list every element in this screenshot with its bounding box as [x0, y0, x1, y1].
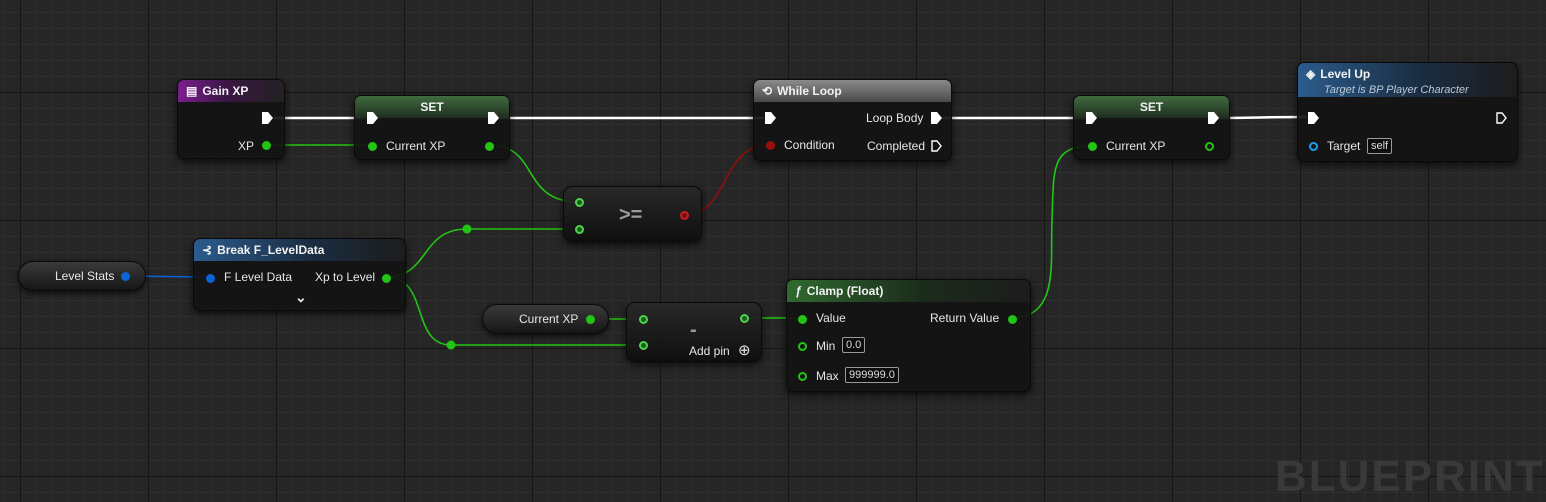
node-compare[interactable]: >= [563, 186, 702, 242]
pin-label: Loop Body [866, 111, 924, 125]
pin-label: Current XP [386, 139, 446, 153]
exec-out-pin[interactable] [1208, 112, 1219, 124]
node-subtitle: Target is BP Player Character [1324, 84, 1469, 96]
float-out-pin[interactable] [586, 315, 595, 324]
exec-in-pin[interactable] [1086, 112, 1097, 124]
exec-in-pin[interactable] [367, 112, 378, 124]
wire-clamp-set2 [1011, 145, 1093, 319]
node-header: SET [355, 96, 509, 118]
float-in-pin[interactable] [798, 315, 807, 324]
variable-current-xp[interactable]: Current XP [482, 304, 609, 334]
exec-out-pin[interactable] [488, 112, 499, 124]
float-out-pin[interactable] [1205, 142, 1214, 151]
node-clamp-float[interactable]: ƒ Clamp (Float) Value Return Value Min 0.… [786, 279, 1031, 392]
pin-label: Condition [784, 138, 835, 152]
bool-in-pin[interactable] [766, 141, 775, 150]
add-pin-label[interactable]: Add pin [689, 344, 730, 358]
pin-label: Min [816, 339, 836, 353]
float-out-pin[interactable] [485, 142, 494, 151]
add-pin-icon[interactable]: ⊕ [738, 342, 751, 359]
float-in-pin[interactable] [1088, 142, 1097, 151]
break-struct-icon: ⊰ [202, 243, 213, 257]
pin-label: F Level Data [224, 270, 293, 284]
node-header: ⟲ While Loop [754, 80, 951, 102]
node-header: ƒ Clamp (Float) [787, 280, 1030, 302]
pin-label: Max [816, 369, 839, 383]
expand-chevron-icon[interactable]: ⌄ [295, 289, 307, 305]
float-in-pin-a[interactable] [575, 198, 584, 207]
float-in-pin-b[interactable] [575, 225, 584, 234]
wire-xptolevel-compare-b [385, 228, 579, 278]
reroute-knot [462, 224, 472, 234]
struct-out-pin[interactable] [121, 272, 130, 281]
pin-label: Return Value [930, 311, 1000, 325]
exec-wire-set-levelup [1217, 115, 1307, 120]
exec-in-pin[interactable] [1308, 112, 1319, 124]
node-set[interactable]: SET Current XP [1073, 95, 1230, 160]
node-header: ▤ Gain XP [178, 80, 284, 102]
variable-level-stats[interactable]: Level Stats [18, 261, 146, 291]
event-icon: ▤ [186, 84, 198, 98]
exec-in-pin[interactable] [765, 112, 776, 124]
function-call-icon: ◈ [1306, 67, 1316, 81]
operator-label: - [690, 319, 697, 341]
pin-label: Completed [867, 139, 926, 153]
operator-label: >= [619, 204, 643, 226]
exec-out-pin[interactable] [262, 112, 273, 124]
node-title: Gain XP [202, 84, 249, 98]
pin-label: XP [238, 139, 255, 153]
float-out-pin[interactable] [262, 141, 271, 150]
float-out-pin[interactable] [1008, 315, 1017, 324]
pin-label: Target [1327, 139, 1361, 153]
reroute-knot [446, 340, 456, 350]
float-in-pin[interactable] [798, 372, 807, 381]
node-subtract[interactable]: - Add pin ⊕ [626, 302, 762, 362]
function-icon: ƒ [795, 284, 802, 298]
exec-out-pin[interactable] [1496, 112, 1507, 124]
node-while-loop[interactable]: ⟲ While Loop Loop Body Condition Complete… [753, 79, 952, 161]
node-title: While Loop [777, 84, 842, 98]
object-in-pin[interactable] [1309, 142, 1318, 151]
float-in-pin-b[interactable] [639, 341, 648, 350]
max-value-field[interactable]: 999999.0 [845, 367, 899, 383]
struct-in-pin[interactable] [206, 274, 215, 283]
variable-label: Current XP [519, 312, 579, 326]
exec-out-pin[interactable] [931, 140, 942, 152]
node-header: ◈ Level Up Target is BP Player Character [1298, 63, 1517, 97]
float-in-pin[interactable] [798, 342, 807, 351]
node-header: SET [1074, 96, 1229, 118]
float-out-pin[interactable] [740, 314, 749, 323]
node-break-leveldata[interactable]: ⊰ Break F_LevelData F Level Data Xp to Le… [193, 238, 406, 311]
node-title: Break F_LevelData [217, 243, 325, 257]
float-in-pin-a[interactable] [639, 315, 648, 324]
pin-label: Current XP [1106, 139, 1166, 153]
variable-label: Level Stats [55, 269, 115, 283]
float-out-pin[interactable] [382, 274, 391, 283]
node-header: ⊰ Break F_LevelData [194, 239, 405, 261]
loop-icon: ⟲ [762, 84, 773, 98]
float-in-pin[interactable] [368, 142, 377, 151]
blueprint-watermark: BLUEPRINT [1275, 452, 1545, 501]
node-title: Level Up [1320, 67, 1371, 81]
node-set[interactable]: SET Current XP [354, 95, 510, 160]
bool-out-pin[interactable] [680, 211, 689, 220]
pin-label: Value [816, 311, 846, 325]
exec-out-pin[interactable] [931, 112, 942, 124]
pin-label: Xp to Level [315, 270, 376, 284]
node-gain-xp[interactable]: ▤ Gain XP XP [177, 79, 285, 159]
min-value-field[interactable]: 0.0 [842, 337, 866, 353]
node-level-up[interactable]: ◈Level Up Target is BP Player Character … [1297, 62, 1518, 162]
node-title: Clamp (Float) [806, 284, 884, 298]
target-default-value[interactable]: self [1367, 138, 1393, 154]
